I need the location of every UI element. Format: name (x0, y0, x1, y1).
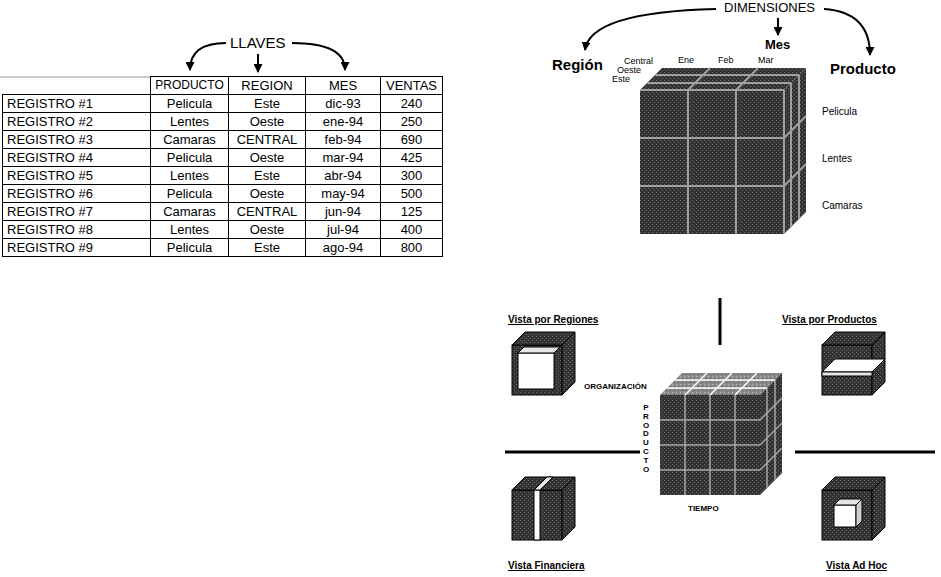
table-cell: 690 (380, 130, 443, 149)
key-heading: LLAVES (230, 34, 286, 51)
table-cell: Oeste (228, 184, 306, 203)
axis-value: Camaras (822, 200, 863, 212)
column-header: PRODUCTO (150, 76, 229, 95)
dimension-arrows (585, 9, 870, 55)
axis-value: Este (612, 74, 630, 84)
row-header: REGISTRO #1 (2, 94, 151, 113)
adhoc-view-icon (822, 477, 885, 540)
table-cell: 400 (380, 220, 443, 239)
region-view-icon (512, 332, 575, 395)
axis-value: Mar (758, 55, 774, 65)
column-header: VENTAS (380, 76, 443, 95)
view-title: Vista por Regiones (508, 314, 598, 326)
row-header: REGISTRO #3 (2, 130, 151, 149)
axis-value: Lentes (822, 153, 852, 165)
row-header: REGISTRO #5 (2, 166, 151, 185)
table-cell: Lentes (150, 220, 229, 239)
table-cell: 800 (380, 238, 443, 257)
financial-view-icon (512, 477, 575, 540)
cube-axis-label: PRODUCTO (642, 404, 650, 474)
column-header: REGION (228, 76, 306, 95)
table-rule (0, 77, 150, 78)
view-title: Vista por Productos (782, 314, 877, 326)
table-cell: 500 (380, 184, 443, 203)
table-cell: feb-94 (305, 130, 381, 149)
table-cell: CENTRAL (228, 130, 306, 149)
axis-value: Pelicula (822, 106, 857, 118)
table-cell: jun-94 (305, 202, 381, 221)
central-cube (660, 373, 782, 495)
data-cube (640, 68, 806, 234)
table-cell: abr-94 (305, 166, 381, 185)
row-header: REGISTRO #7 (2, 202, 151, 221)
column-header: MES (305, 76, 381, 95)
table-cell: may-94 (305, 184, 381, 203)
row-header: REGISTRO #9 (2, 238, 151, 257)
dimension-heading: DIMENSIONES (724, 1, 815, 16)
axis-value: Ene (678, 55, 694, 65)
view-title: Vista Ad Hoc (826, 560, 887, 572)
table-cell: Camaras (150, 202, 229, 221)
table-cell: mar-94 (305, 148, 381, 167)
axis-value: Feb (718, 55, 734, 65)
axis-value: Central (624, 56, 653, 66)
table-cell: ago-94 (305, 238, 381, 257)
axis-label: Región (552, 56, 603, 73)
table-cell: Pelicula (150, 184, 229, 203)
table-cell: 300 (380, 166, 443, 185)
view-title: Vista Financiera (508, 560, 585, 572)
row-header: REGISTRO #8 (2, 220, 151, 239)
axis-value: Oeste (617, 65, 641, 75)
table-cell: ene-94 (305, 112, 381, 131)
table-cell: Este (228, 166, 306, 185)
table-cell: Lentes (150, 112, 229, 131)
table-cell: 125 (380, 202, 443, 221)
cube-axis-label: ORGANIZACIÓN (584, 382, 647, 391)
table-cell: jul-94 (305, 220, 381, 239)
row-header: REGISTRO #6 (2, 184, 151, 203)
row-header: REGISTRO #4 (2, 148, 151, 167)
axis-label: Mes (765, 38, 790, 53)
table-cell: Oeste (228, 148, 306, 167)
table-cell: Pelicula (150, 238, 229, 257)
table-cell: 250 (380, 112, 443, 131)
cube-axis-label: TIEMPO (688, 504, 719, 513)
table-cell: Camaras (150, 130, 229, 149)
table-cell: Este (228, 94, 306, 113)
table-cell: dic-93 (305, 94, 381, 113)
table-cell: 240 (380, 94, 443, 113)
table-cell: CENTRAL (228, 202, 306, 221)
table-cell: Pelicula (150, 94, 229, 113)
table-cell: Oeste (228, 112, 306, 131)
table-cell: 425 (380, 148, 443, 167)
table-cell: Pelicula (150, 148, 229, 167)
table-cell: Este (228, 238, 306, 257)
product-view-icon (822, 332, 885, 395)
row-header: REGISTRO #2 (2, 112, 151, 131)
table-cell: Oeste (228, 220, 306, 239)
axis-label: Producto (830, 60, 896, 77)
table-cell: Lentes (150, 166, 229, 185)
